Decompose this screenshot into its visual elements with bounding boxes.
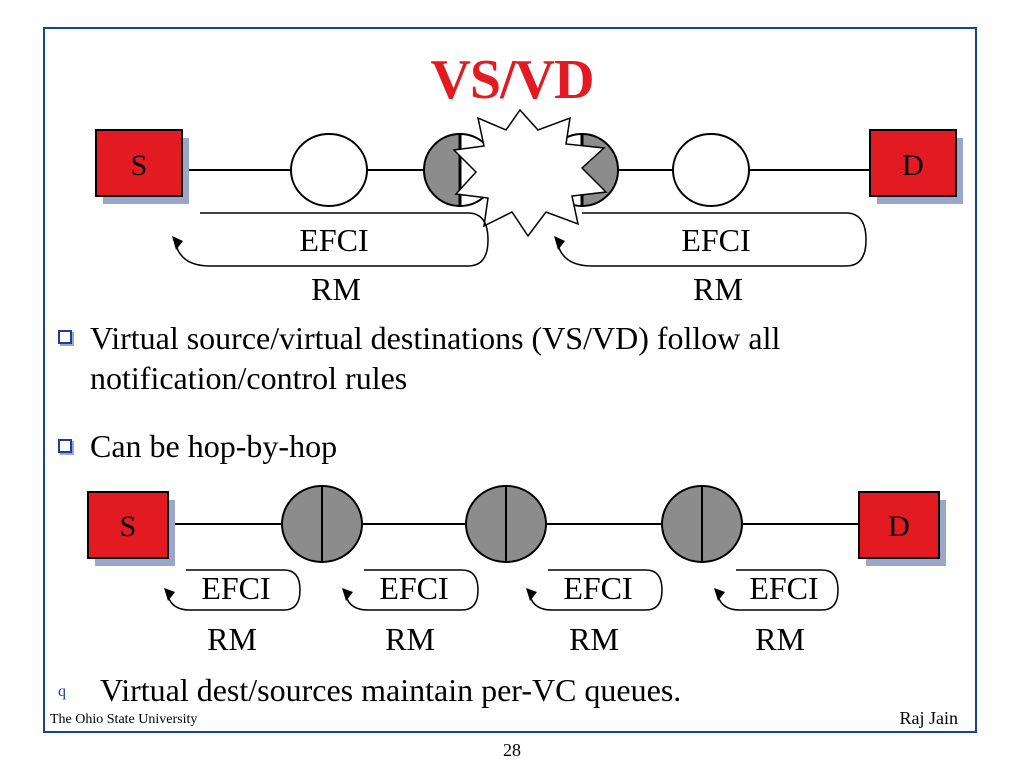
loop-top-label: EFCI <box>563 570 632 606</box>
feedback-loop-group: EFCI RM <box>342 569 479 657</box>
footer-institution: The Ohio State University <box>50 712 198 727</box>
loop-bottom-label: RM <box>207 621 257 657</box>
source-node <box>87 491 169 559</box>
top-diagram: S D EFCI RM EFCI RM <box>95 108 963 307</box>
destination-node <box>869 129 957 197</box>
arrow-head <box>164 588 175 601</box>
arrow-head <box>554 236 565 250</box>
arrow-head <box>172 236 183 250</box>
loop-top-label: EFCI <box>749 570 818 606</box>
feedback-loop <box>529 569 663 611</box>
feedback-loop <box>717 569 839 611</box>
loop-bottom-label: RM <box>385 621 435 657</box>
slide-frame <box>43 27 977 733</box>
arrow-head <box>526 588 537 601</box>
loop-bottom-label: RM <box>311 271 361 307</box>
loop-top-label: EFCI <box>379 570 448 606</box>
loop-bottom-label: RM <box>755 621 805 657</box>
vs-half <box>581 132 619 208</box>
feedback-loop-group: EFCI RM <box>164 569 301 657</box>
bullet-box-icon <box>58 439 72 453</box>
switch-node <box>672 133 750 207</box>
source-label: S <box>131 149 148 182</box>
vsvd-switch-node <box>465 485 547 563</box>
footer-author: Raj Jain <box>899 708 959 728</box>
arrow-head <box>714 588 725 601</box>
source-node <box>95 129 183 197</box>
arrow-head <box>342 588 353 601</box>
feedback-loop-group: EFCI RM <box>714 569 839 657</box>
loop-top-label: EFCI <box>681 222 750 258</box>
vsvd-switch-node <box>661 485 743 563</box>
vsvd-switch-node <box>281 485 363 563</box>
loop-top-label: EFCI <box>201 570 270 606</box>
source-label: S <box>120 510 137 543</box>
bottom-bullet-text: Virtual dest/sources maintain per-VC que… <box>100 672 682 708</box>
bullet-text: Virtual source/virtual destinations (VS/… <box>90 320 781 396</box>
destination-node <box>858 491 940 559</box>
switch-node <box>290 133 368 207</box>
loop-top-label: EFCI <box>299 222 368 258</box>
destination-label: D <box>902 149 924 182</box>
feedback-loop <box>175 212 489 267</box>
feedback-loop <box>557 212 867 267</box>
vs-half <box>423 132 461 208</box>
bullet-text: Can be hop-by-hop <box>90 428 338 464</box>
bottom-diagram: S D EFCI RM EFCI RM EFCI RM EFCI RM <box>87 485 946 657</box>
feedback-loop <box>345 569 479 611</box>
loop-bottom-label: RM <box>693 271 743 307</box>
destination-label: D <box>888 510 910 543</box>
slide-title: VS/VD <box>430 49 594 111</box>
starburst-shape <box>452 108 608 238</box>
loop-bottom-label: RM <box>569 621 619 657</box>
feedback-loop-group: EFCI RM <box>526 569 663 657</box>
feedback-loop <box>167 569 301 611</box>
bullet-marker: q <box>58 683 66 700</box>
page-number: 28 <box>503 740 521 760</box>
bullet-box-icon <box>58 330 72 344</box>
